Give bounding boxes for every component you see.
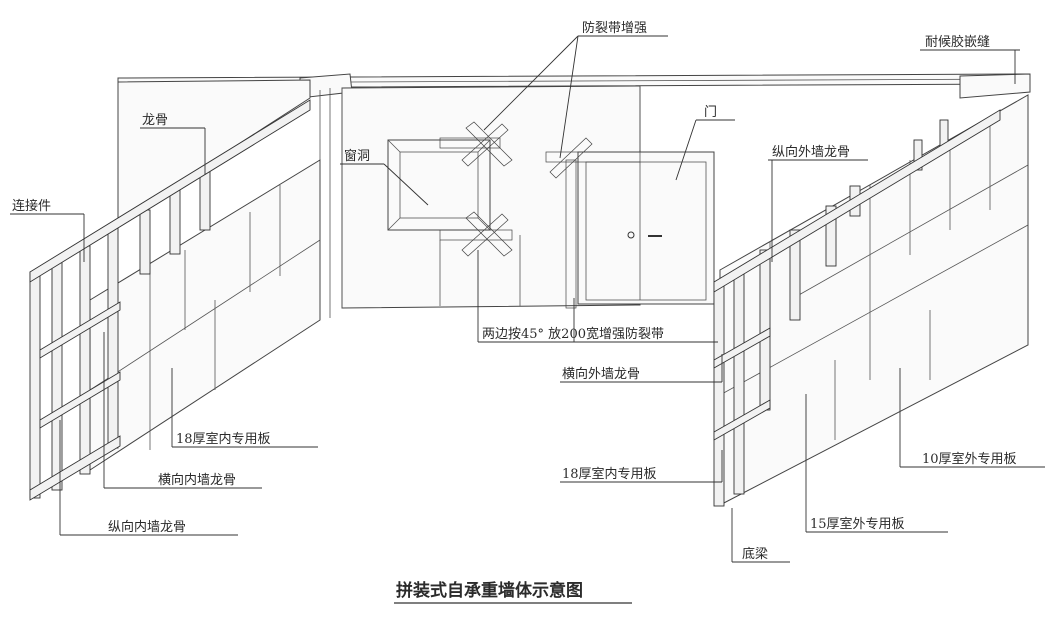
label-keel: 龙骨 bbox=[142, 113, 168, 128]
top-beam bbox=[117, 73, 1031, 99]
window-opening bbox=[387, 139, 491, 231]
right-frame-studs bbox=[713, 109, 1001, 507]
label-board-18-inner-right: 18厚室内专用板 bbox=[562, 466, 657, 482]
label-long-outer-keel: 纵向外墙龙骨 bbox=[772, 144, 850, 160]
label-board-18-inner-left: 18厚室内专用板 bbox=[176, 431, 271, 447]
label-connector: 连接件 bbox=[12, 198, 51, 214]
left-frame-studs bbox=[29, 99, 311, 501]
label-diagonal-note: 两边按45° 放200宽增强防裂带 bbox=[482, 326, 664, 342]
label-base-beam: 底梁 bbox=[742, 546, 768, 562]
diagram-title: 拼装式自承重墙体示意图 bbox=[396, 580, 583, 601]
label-horiz-outer-keel: 横向外墙龙骨 bbox=[562, 366, 640, 382]
label-board-15-outer: 15厚室外专用板 bbox=[810, 516, 905, 532]
crack-mesh-strips bbox=[439, 121, 641, 309]
label-horiz-inner-keel: 横向内墙龙骨 bbox=[158, 472, 236, 488]
label-window-opening: 窗洞 bbox=[344, 148, 370, 164]
label-board-10-outer: 10厚室外专用板 bbox=[922, 451, 1017, 467]
label-door: 门 bbox=[704, 105, 717, 120]
left-wall bbox=[89, 79, 321, 471]
label-weather-seal: 耐候胶嵌缝 bbox=[925, 34, 990, 50]
door bbox=[577, 151, 715, 305]
label-long-inner-keel: 纵向内墙龙骨 bbox=[108, 519, 186, 535]
label-crack-reinforce: 防裂带增强 bbox=[582, 20, 647, 36]
leader-lines bbox=[10, 35, 1045, 563]
